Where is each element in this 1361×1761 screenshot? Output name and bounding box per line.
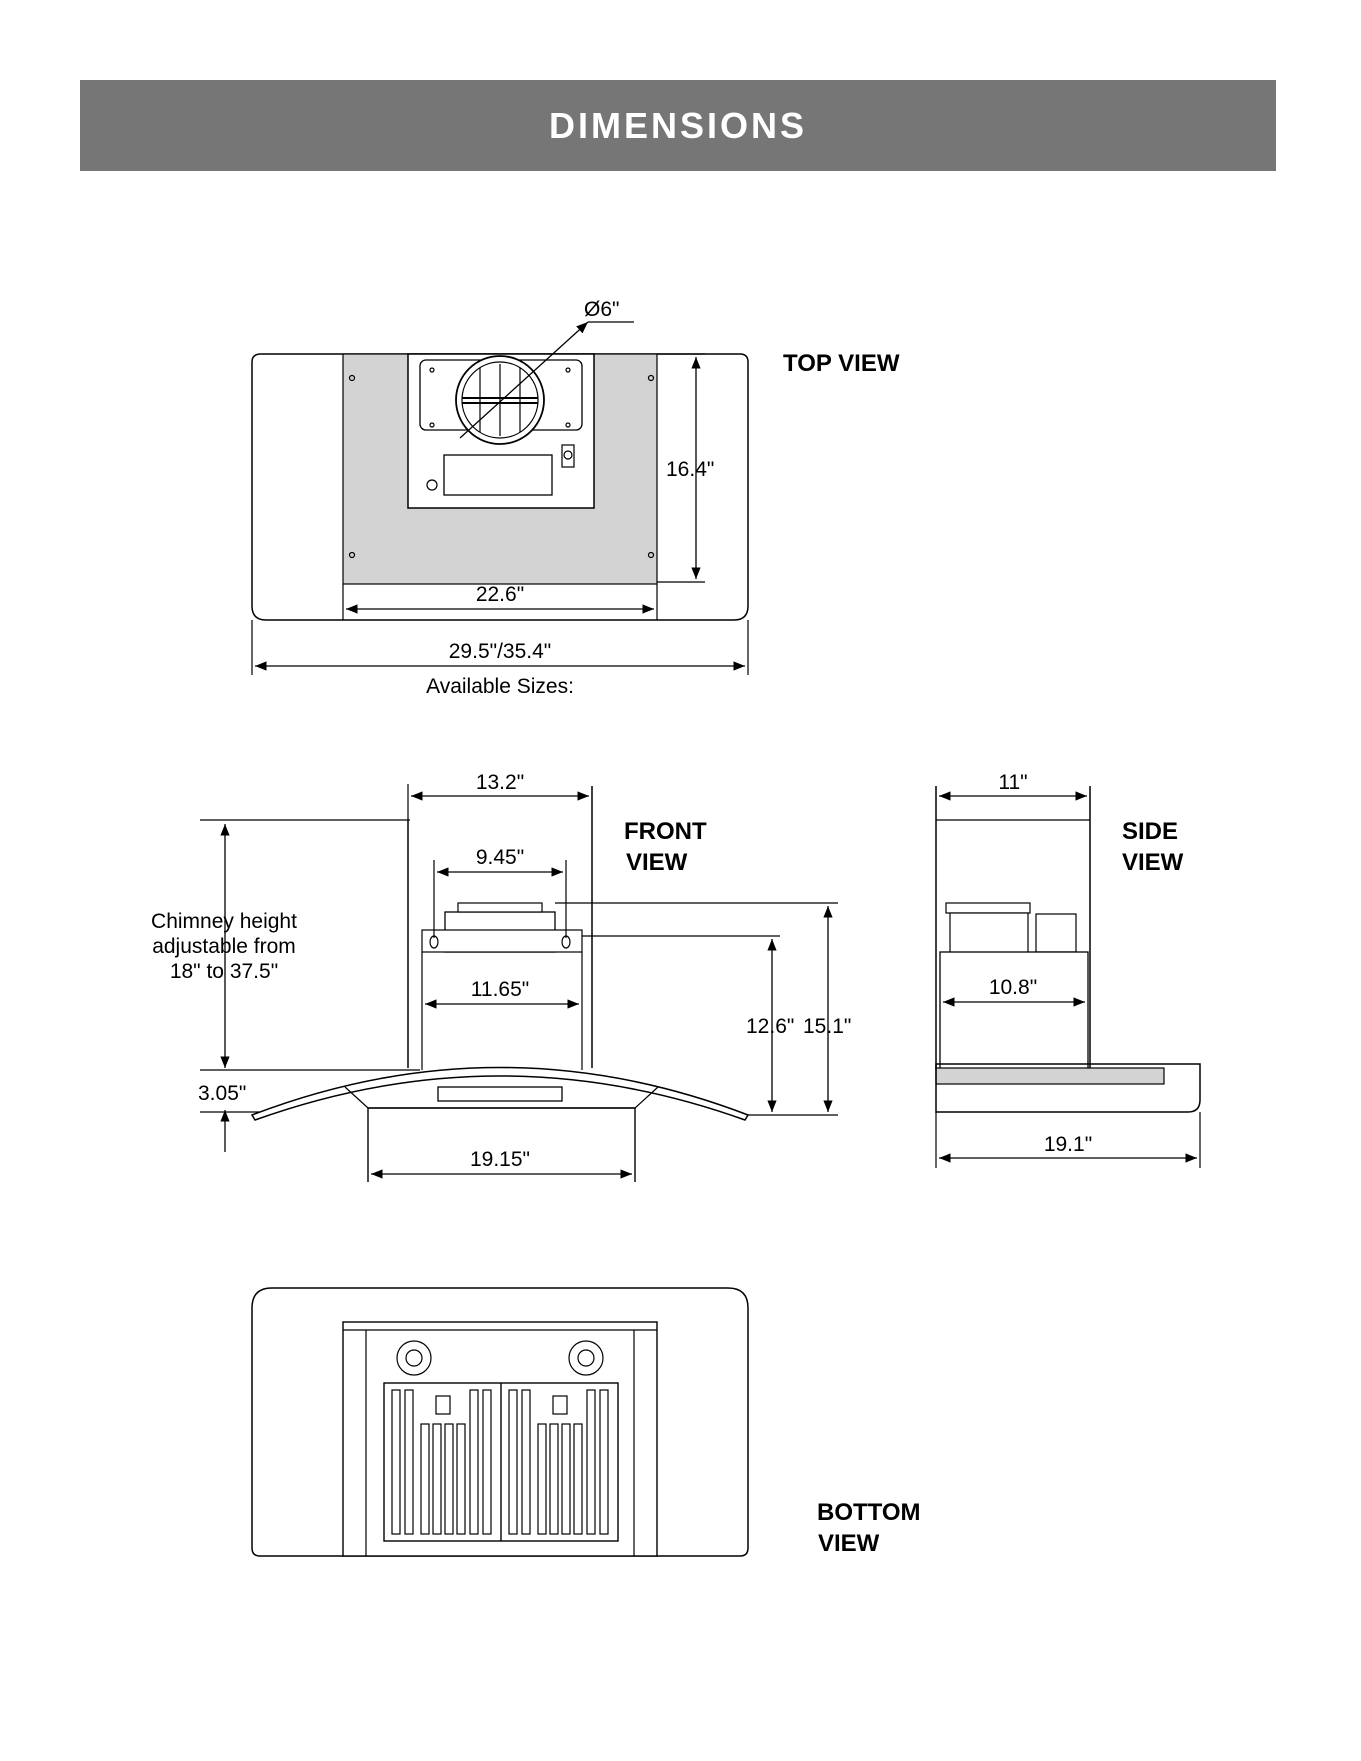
front-view: 13.2" 9.45" 11.65" 19.15" Chimney height…: [151, 771, 851, 1182]
side-chimney-depth-label: 11": [998, 771, 1027, 794]
front-canopy-width-label: 19.15": [470, 1148, 530, 1171]
bottom-view-label-line1: BOTTOM: [817, 1499, 921, 1526]
control-panel: [438, 1087, 562, 1101]
front-height-b-label: 15.1": [803, 1015, 851, 1038]
chimney-note-line2: adjustable from: [152, 935, 296, 958]
front-housing-width-label: 11.65": [471, 978, 529, 1001]
top-overall-width-label: 29.5"/35.4": [449, 640, 552, 663]
side-overall-depth-label: 19.1": [1044, 1133, 1092, 1156]
side-view-label-line2: VIEW: [1122, 849, 1184, 876]
chimney-note-line3: 18" to 37.5": [170, 960, 278, 983]
front-chimney-width-label: 13.2": [476, 771, 524, 794]
available-sizes-caption: Available Sizes:: [426, 675, 574, 698]
front-height-a-label: 12.6": [746, 1015, 794, 1038]
side-view: 11" 10.8" 19.1" SIDE VIEW: [936, 771, 1200, 1168]
front-motor-width-label: 9.45": [476, 846, 524, 869]
chimney-note-line1: Chimney height: [151, 910, 297, 933]
side-housing-depth-label: 10.8": [989, 976, 1037, 999]
top-chimney-width-label: 22.6": [476, 583, 524, 606]
side-housing: [940, 952, 1088, 1070]
duct-diameter-label: Ø6": [584, 298, 619, 321]
front-view-label-line2: VIEW: [626, 849, 688, 876]
side-motor: [950, 913, 1028, 953]
top-depth-label: 16.4": [666, 458, 714, 481]
top-view-label: TOP VIEW: [783, 350, 900, 377]
bottom-view: BOTTOM VIEW: [252, 1288, 921, 1557]
top-view: Ø6" 16.4" 22.6" 29.5"/35.4" Available Si…: [252, 298, 900, 698]
front-view-label-line1: FRONT: [624, 818, 707, 845]
bottom-view-label-line2: VIEW: [818, 1530, 880, 1557]
canopy-thickness-label: 3.05": [198, 1082, 246, 1105]
side-view-label-line1: SIDE: [1122, 818, 1178, 845]
